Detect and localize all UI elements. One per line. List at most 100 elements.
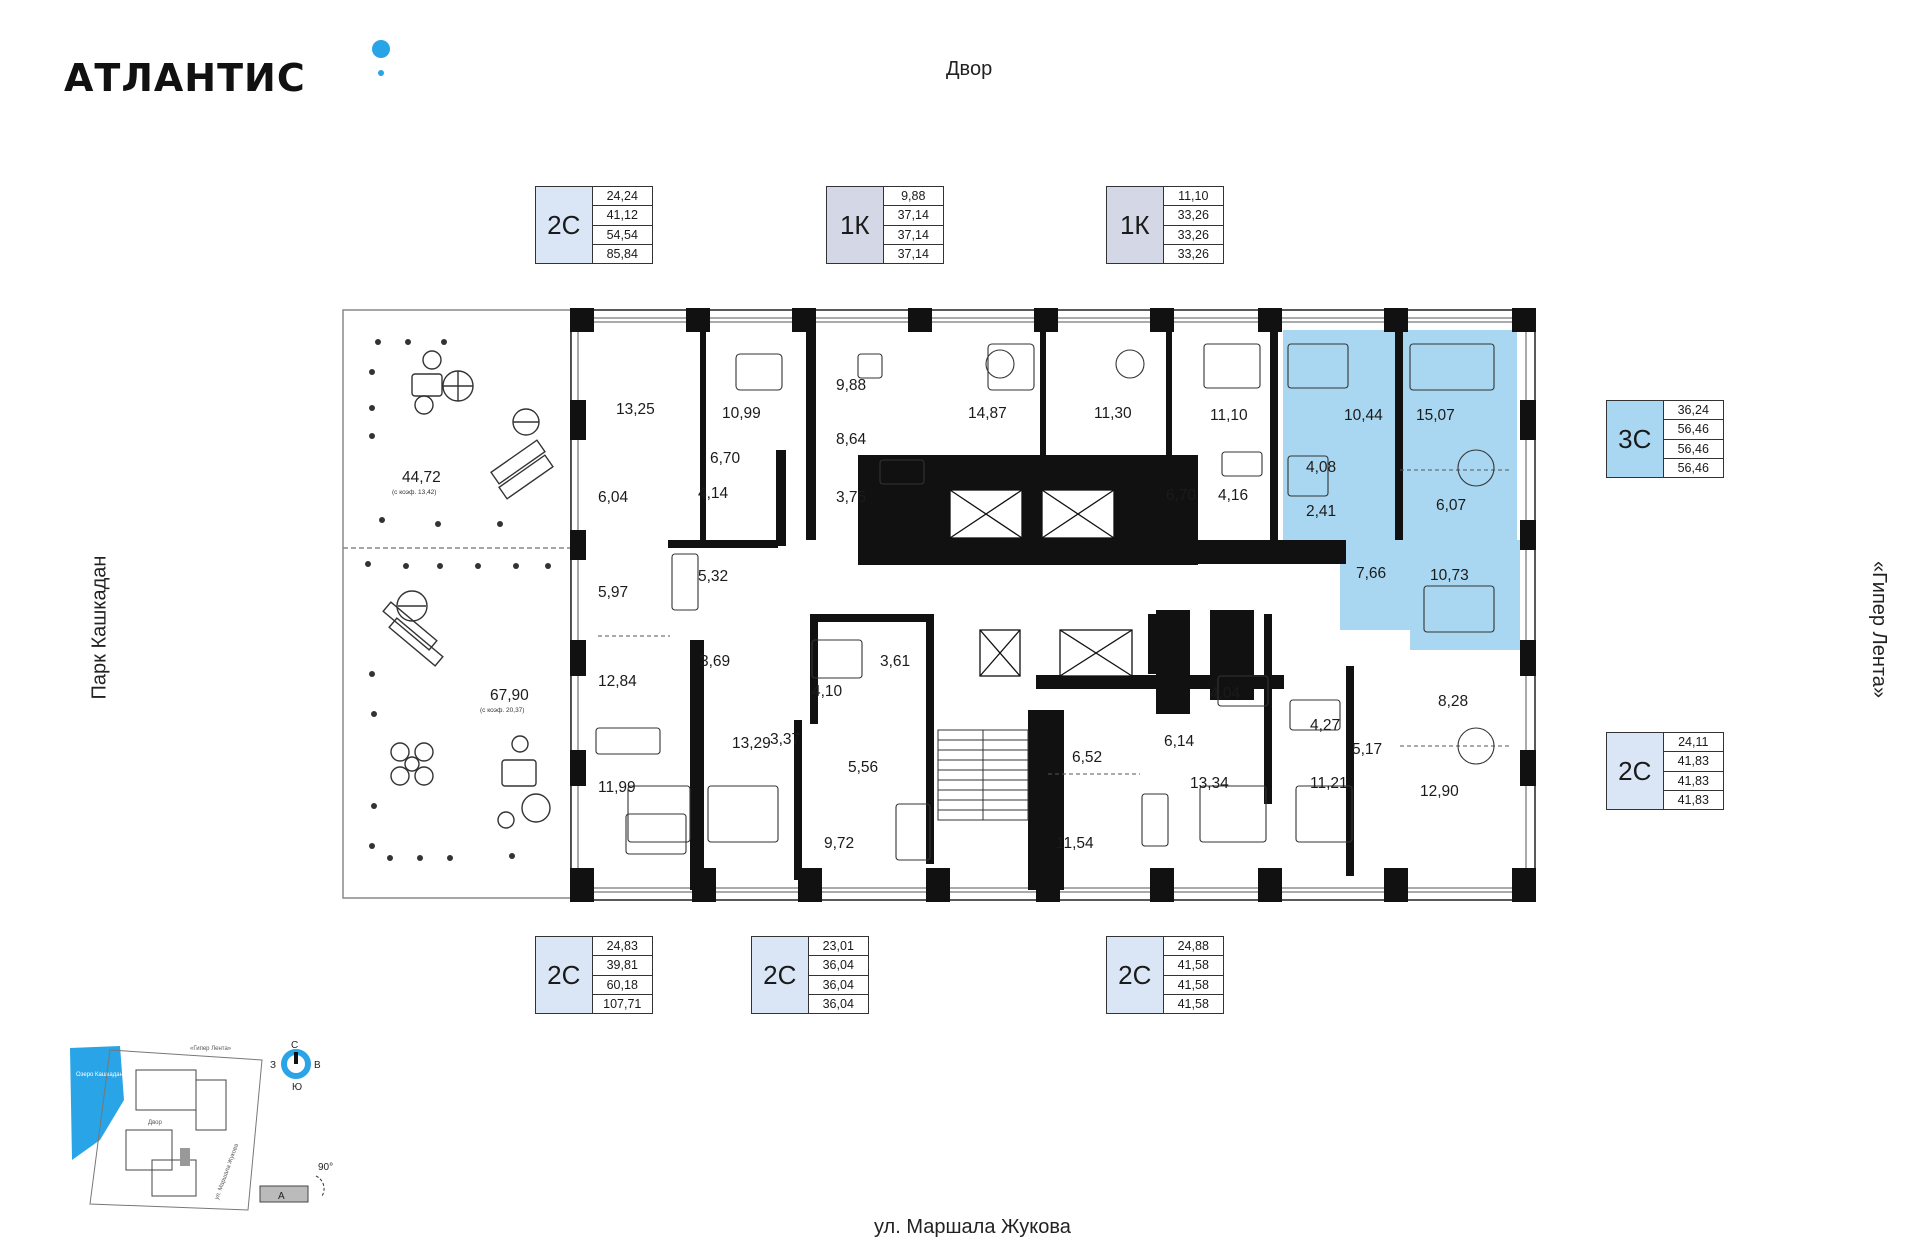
site-minimap: Озеро Кашкадан «Гипер Лента» ул. Маршала… <box>70 1040 333 1211</box>
label-north: Двор <box>946 58 993 80</box>
room-area: 4,27 <box>1310 717 1340 734</box>
unit-area: 39,81 <box>592 956 652 976</box>
unit-card-2s-a[interactable]: 2С 24,24 41,12 54,54 85,84 <box>535 186 653 264</box>
unit-area: 54,54 <box>592 226 652 245</box>
minimap-lake: Озеро Кашкадан <box>76 1072 123 1078</box>
unit-card-2s-d[interactable]: 2С 23,01 36,04 36,04 36,04 <box>751 936 869 1014</box>
room-area: 3,69 <box>700 653 730 670</box>
room-area: 13,29 <box>732 735 771 752</box>
minimap-section: А <box>278 1191 285 1202</box>
unit-code: 2С <box>752 937 809 1013</box>
logo-dot-icon <box>372 40 390 58</box>
room-area: 4,14 <box>698 485 729 502</box>
room-area: 10,99 <box>722 405 761 422</box>
unit-area: 41,83 <box>1663 772 1723 791</box>
unit-area: 41,83 <box>1663 752 1723 772</box>
unit-area: 41,58 <box>1163 956 1223 976</box>
room-area: 5,97 <box>598 584 628 601</box>
unit-card-2s-e[interactable]: 2С 24,88 41,58 41,58 41,58 <box>1106 936 1224 1014</box>
room-area: 6,52 <box>1072 749 1102 766</box>
room-area: 4,08 <box>1306 459 1336 476</box>
room-area: 13,34 <box>1190 775 1229 792</box>
room-area: 3,75 <box>836 489 866 506</box>
room-area: 11,99 <box>598 779 636 796</box>
room-area: 4,04 <box>1210 685 1241 702</box>
unit-area: 37,14 <box>897 246 929 261</box>
logo-dot-small-icon <box>378 70 384 76</box>
room-area: 5,56 <box>848 759 878 776</box>
unit-area: 9,88 <box>883 187 943 207</box>
room-area: 6,04 <box>598 489 629 506</box>
room-area: 15,07 <box>1416 407 1455 424</box>
room-area: 44,72 <box>402 469 441 486</box>
room-labels: 13,25 6,04 4,14 10,99 6,70 9,88 8,64 3,7… <box>598 377 1469 852</box>
minimap-angle: 90° <box>318 1162 333 1173</box>
room-area: 11,21 <box>1310 775 1348 792</box>
label-south: ул. Маршала Жукова <box>874 1216 1071 1238</box>
room-area: 2,41 <box>1306 503 1336 520</box>
room-area: 10,73 <box>1430 567 1469 584</box>
unit-card-1k-b[interactable]: 1К 11,10 33,26 33,26 33,26 <box>1106 186 1224 264</box>
unit-code: 3С <box>1607 401 1664 477</box>
room-area: 3,61 <box>880 653 910 670</box>
room-area: 9,72 <box>824 835 854 852</box>
minimap-compass-s: Ю <box>292 1082 302 1093</box>
minimap-compass-e: В <box>314 1060 321 1071</box>
unit-area: 56,46 <box>1677 460 1709 475</box>
minimap-street2: ул. Маршала Жукова <box>214 1143 240 1201</box>
unit-area: 33,26 <box>1163 226 1223 245</box>
room-area: 8,64 <box>836 431 867 448</box>
unit-card-3s-selected[interactable]: 3С 36,24 56,46 56,46 56,46 <box>1606 400 1724 478</box>
unit-area: 107,71 <box>603 996 642 1011</box>
unit-area: 23,01 <box>808 937 868 957</box>
room-area: 12,84 <box>598 673 637 690</box>
room-area: 4,16 <box>1218 487 1248 504</box>
minimap-compass-n: С <box>291 1040 298 1051</box>
room-area: 6,70 <box>1166 487 1197 504</box>
unit-area: 60,18 <box>592 976 652 995</box>
unit-card-2s-b[interactable]: 2С 24,11 41,83 41,83 41,83 <box>1606 732 1724 810</box>
unit-area: 56,46 <box>1663 420 1723 440</box>
unit-card-2s-c[interactable]: 2С 24,83 39,81 60,18 107,71 <box>535 936 653 1014</box>
minimap-yard: Двор <box>148 1120 163 1126</box>
unit-area: 36,04 <box>808 956 868 976</box>
room-area: 3,37 <box>770 731 800 748</box>
unit-area: 41,83 <box>1677 792 1709 807</box>
minimap-compass-w: З <box>270 1060 276 1071</box>
unit-area: 85,84 <box>606 246 638 261</box>
unit-area: 41,58 <box>1177 996 1209 1011</box>
unit-area: 24,88 <box>1163 937 1223 957</box>
minimap-street1: «Гипер Лента» <box>190 1046 232 1052</box>
walls <box>570 308 1536 902</box>
elevators <box>949 489 1133 677</box>
unit-area: 56,46 <box>1663 440 1723 459</box>
room-area: 9,88 <box>836 377 866 394</box>
unit-area: 37,14 <box>883 206 943 226</box>
stairs <box>937 729 1029 821</box>
room-area: 67,90 <box>490 687 529 704</box>
unit-area: 36,04 <box>808 976 868 995</box>
room-area: 14,87 <box>968 405 1007 422</box>
unit-area: 41,12 <box>592 206 652 226</box>
unit-area: 24,83 <box>592 937 652 957</box>
unit-area: 33,26 <box>1177 246 1209 261</box>
unit-area: 33,26 <box>1163 206 1223 226</box>
unit-code: 1К <box>827 187 884 263</box>
unit-code: 2С <box>536 187 593 263</box>
room-area: 6,14 <box>1164 733 1195 750</box>
unit-area: 24,11 <box>1663 733 1723 753</box>
unit-card-1k-a[interactable]: 1К 9,88 37,14 37,14 37,14 <box>826 186 944 264</box>
unit-area: 37,14 <box>883 226 943 245</box>
brand-logo: АТЛАНТИС <box>64 56 306 100</box>
unit-area: 24,24 <box>592 187 652 207</box>
room-area: 6,07 <box>1436 497 1466 514</box>
terrace: 44,72 (с коэф. 13,42) 67,90 (с коэф. 20,… <box>342 309 572 899</box>
unit-area: 41,58 <box>1163 976 1223 995</box>
unit-area: 36,24 <box>1663 401 1723 421</box>
room-area: 4,10 <box>812 683 843 700</box>
unit-code: 2С <box>536 937 593 1013</box>
room-area-note: (с коэф. 13,42) <box>392 489 436 496</box>
unit-code: 2С <box>1607 733 1664 809</box>
unit-code: 1К <box>1107 187 1164 263</box>
